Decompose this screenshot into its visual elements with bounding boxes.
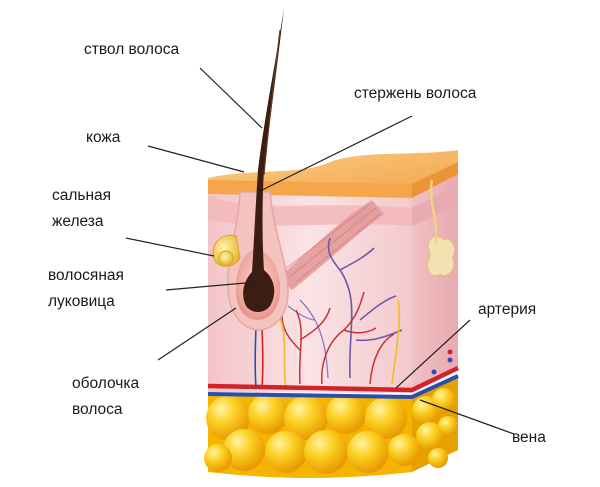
artery-vessel xyxy=(207,365,459,393)
leader-sebaceous-gland xyxy=(125,237,215,257)
label-vein: вена xyxy=(512,429,546,446)
capillaries-yellow xyxy=(279,299,401,389)
leader-vein xyxy=(419,399,515,435)
label-sebaceous-gland-line1: сальная xyxy=(52,187,112,204)
vein-vessel xyxy=(207,374,459,400)
nerve-fibers xyxy=(327,237,403,379)
label-hair-shaft: стержень волоса xyxy=(354,85,477,102)
leader-hair-shaft xyxy=(257,115,413,193)
dermis-side xyxy=(412,172,458,393)
leader-skin xyxy=(147,145,245,173)
muscle-striations xyxy=(283,203,381,283)
label-skin: кожа xyxy=(86,129,121,146)
sweat-gland xyxy=(427,236,455,276)
capillaries xyxy=(281,291,395,385)
leader-hair-trunk xyxy=(199,67,263,129)
gland-duct xyxy=(429,179,438,245)
vessel-cross-section-2 xyxy=(447,349,453,355)
epidermis-side-edge xyxy=(412,162,458,198)
vessel-cross-section-3 xyxy=(431,369,437,375)
nerve-fibers-2 xyxy=(287,299,329,379)
label-hair-sheath-line2: волоса xyxy=(72,401,123,418)
vessel-cross-section xyxy=(447,357,453,363)
leader-lines xyxy=(125,67,515,435)
collagen-band-side xyxy=(412,186,458,226)
hair-shaft-highlight xyxy=(263,29,281,176)
leader-artery xyxy=(395,319,471,389)
label-artery: артерия xyxy=(478,301,537,318)
label-sebaceous-gland-line2: железа xyxy=(52,213,104,230)
label-hair-sheath-line1: оболочка xyxy=(72,375,140,392)
sebaceous-gland-lobe xyxy=(218,250,234,266)
fat-lobules xyxy=(204,388,458,474)
label-hair-bulb-line2: луковица xyxy=(48,293,115,310)
label-hair-bulb-line1: волосяная xyxy=(48,267,124,284)
leader-hair-bulb xyxy=(165,281,257,291)
leader-hair-sheath xyxy=(157,307,237,361)
label-hair-trunk: ствол волоса xyxy=(84,41,180,58)
